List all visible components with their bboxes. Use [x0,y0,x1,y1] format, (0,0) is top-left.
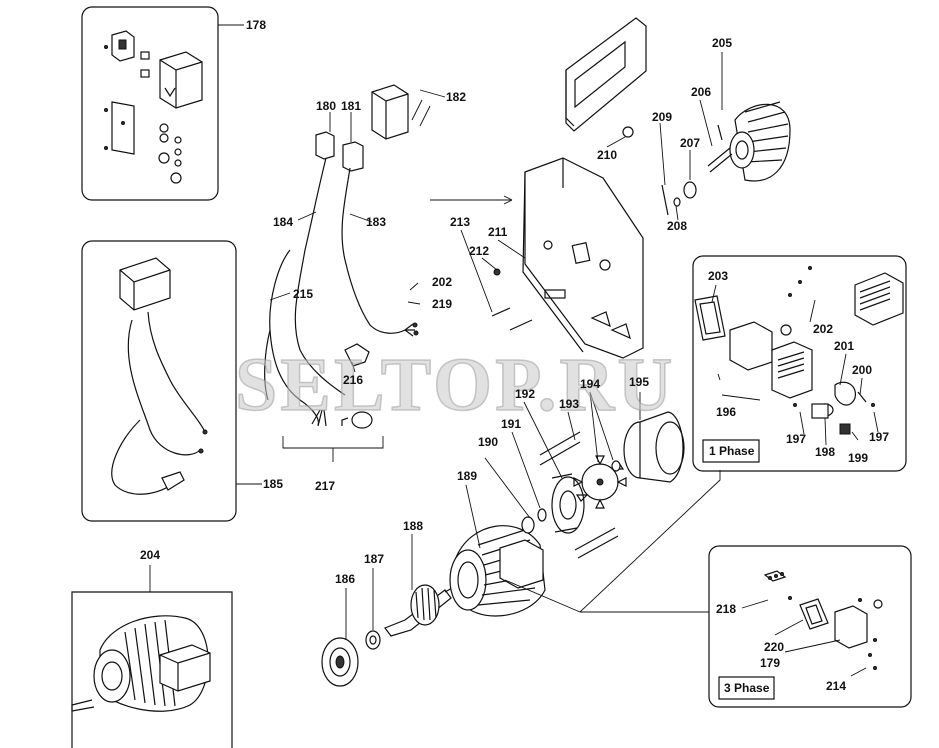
callout-209: 209 [652,110,672,124]
callout-212: 212 [469,244,489,258]
phase3-box [708,545,912,708]
callout-216: 216 [343,373,363,387]
callout-184: 184 [273,215,293,229]
watermark: SELTOP.RU [235,343,675,427]
callout-192: 192 [515,387,535,401]
motor-end [661,101,791,216]
callout-181: 181 [341,99,361,113]
callout-215: 215 [293,287,313,301]
switch-connectors [315,84,431,172]
callout-191: 191 [501,417,521,431]
callout-189: 189 [457,469,477,483]
callout-208: 208 [667,219,687,233]
callout-182: 182 [446,90,466,104]
callout-214: 214 [826,679,846,693]
callout-197a: 197 [786,432,806,446]
callout-202a: 202 [432,275,452,289]
callout-218: 218 [716,602,736,616]
callout-197b: 197 [869,430,889,444]
callout-207: 207 [680,136,700,150]
callout-199: 199 [848,451,868,465]
callout-195: 195 [629,375,649,389]
callout-198: 198 [815,445,835,459]
mounting-plate [491,157,644,359]
bracket [565,17,647,138]
callout-180: 180 [316,99,336,113]
callout-196: 196 [716,405,736,419]
callout-219: 219 [432,297,452,311]
callout-220: 220 [764,640,784,654]
callout-211: 211 [488,225,508,239]
phase3-label: 3 Phase [724,681,770,695]
callout-185: 185 [263,477,283,491]
cables [264,157,419,429]
callout-203: 203 [708,269,728,283]
motor-3d-box [71,591,233,748]
callout-186: 186 [335,572,355,586]
callout-190: 190 [478,435,498,449]
callout-213: 213 [450,215,470,229]
plug-cable-box [81,240,237,522]
motor-stack [321,411,685,687]
callout-206: 206 [691,85,711,99]
phase1-label: 1 Phase [709,444,755,458]
callout-205: 205 [712,36,732,50]
switch-kit-box [81,6,219,201]
callout-202b: 202 [813,322,833,336]
callout-183: 183 [366,215,386,229]
callout-178: 178 [246,18,266,32]
callout-179: 179 [760,656,780,670]
callout-200: 200 [852,363,872,377]
phase1-box [692,255,907,472]
callout-194: 194 [580,377,600,391]
callout-201: 201 [834,339,854,353]
callout-210: 210 [597,148,617,162]
callout-204: 204 [140,548,160,562]
callout-188: 188 [403,519,423,533]
callout-193: 193 [559,397,579,411]
callout-217: 217 [315,479,335,493]
callout-187: 187 [364,552,384,566]
